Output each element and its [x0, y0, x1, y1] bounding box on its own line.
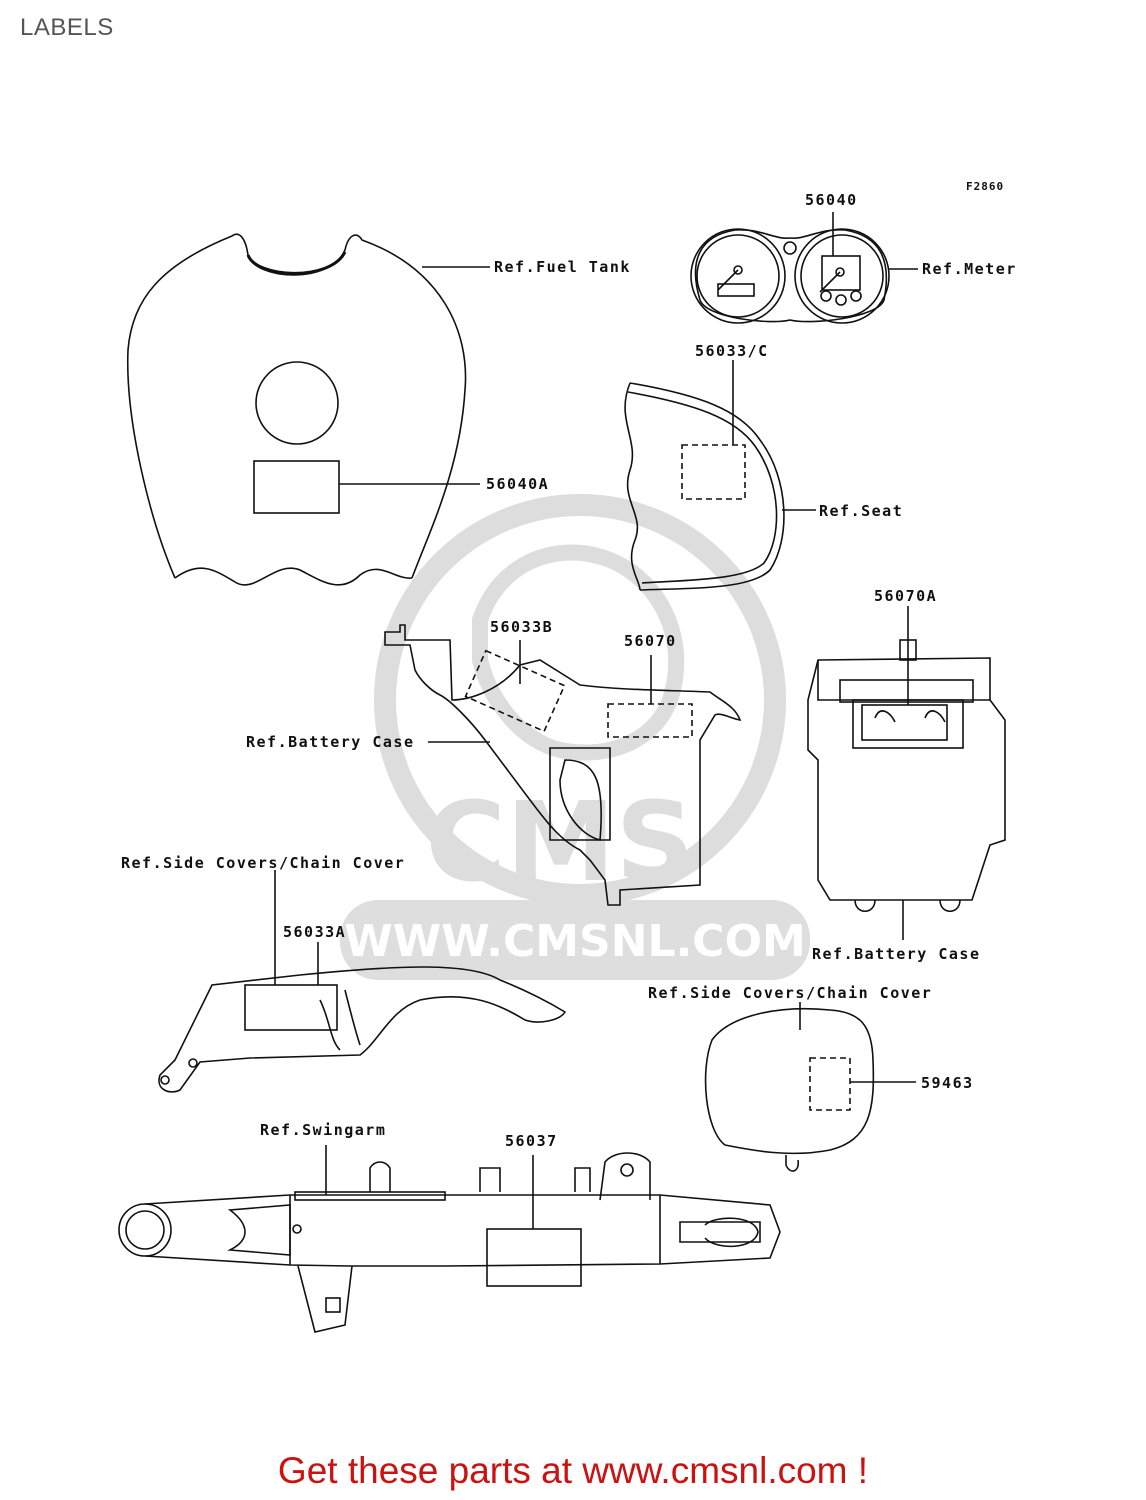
page-title: LABELS: [20, 14, 114, 41]
watermark-logo-text: CMS: [425, 778, 694, 906]
label-56070A: 56070A: [874, 587, 937, 605]
footer-promo: Get these parts at www.cmsnl.com !: [0, 1450, 1146, 1492]
watermark-url-bar: [340, 900, 810, 980]
label-56033B: 56033B: [490, 618, 553, 636]
seat-drawing: [624, 360, 816, 591]
side-cover-drawing: [704, 1002, 916, 1172]
footer-link[interactable]: Get these parts at www.cmsnl.com !: [277, 1450, 869, 1491]
swingarm-drawing: [118, 1145, 781, 1333]
watermark: CMS WWW.CMSNL.COM: [340, 494, 810, 980]
label-56033A: 56033A: [283, 923, 346, 941]
label-ref-meter: Ref.Meter: [922, 260, 1017, 278]
meter-drawing: [690, 212, 918, 324]
label-56033C: 56033/C: [695, 342, 769, 360]
label-56070: 56070: [624, 632, 677, 650]
label-ref-battery-case-left: Ref.Battery Case: [246, 733, 415, 751]
watermark-url: WWW.CMSNL.COM: [344, 916, 806, 967]
parts-diagram: CMS WWW.CMSNL.COM: [118, 180, 1017, 1333]
label-ref-swingarm: Ref.Swingarm: [260, 1121, 386, 1139]
label-ref-fuel-tank: Ref.Fuel Tank: [494, 258, 631, 276]
figure-code: F2860: [966, 180, 1004, 193]
watermark-figure: [472, 544, 685, 761]
label-ref-seat: Ref.Seat: [819, 502, 903, 520]
battery-case-left-drawing: [384, 624, 742, 906]
label-59463: 59463: [921, 1074, 974, 1092]
fuel-tank-drawing: [126, 233, 490, 586]
label-ref-battery-case-right: Ref.Battery Case: [812, 945, 981, 963]
watermark-logo-ring: [374, 494, 786, 906]
battery-case-right-drawing: [807, 606, 1006, 940]
label-56037: 56037: [505, 1132, 558, 1150]
label-ref-side-covers-left: Ref.Side Covers/Chain Cover: [121, 854, 405, 872]
label-ref-side-covers-right: Ref.Side Covers/Chain Cover: [648, 984, 932, 1002]
label-56040A: 56040A: [486, 475, 549, 493]
label-56040: 56040: [805, 191, 858, 209]
chain-cover-drawing: [158, 870, 567, 1093]
